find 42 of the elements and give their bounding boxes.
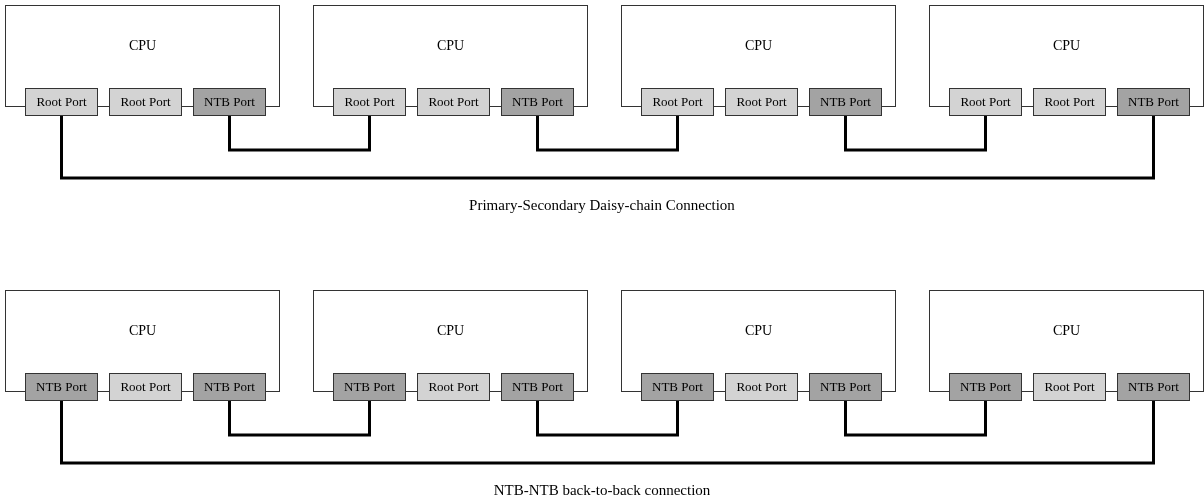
connection-line: [60, 116, 1155, 180]
port-box: Root Port: [1033, 88, 1106, 116]
diagram-caption: NTB-NTB back-to-back connection: [492, 482, 712, 498]
connection-line: [844, 116, 987, 152]
port-box: NTB Port: [1117, 373, 1190, 401]
port-box: NTB Port: [333, 373, 406, 401]
port-box: Root Port: [333, 88, 406, 116]
port-box: NTB Port: [501, 88, 574, 116]
cpu-label: CPU: [127, 323, 158, 339]
port-box: Root Port: [641, 88, 714, 116]
port-box: NTB Port: [193, 88, 266, 116]
port-box: NTB Port: [809, 373, 882, 401]
port-box: NTB Port: [501, 373, 574, 401]
diagram-caption: Primary-Secondary Daisy-chain Connection: [468, 197, 736, 214]
port-box: Root Port: [417, 373, 490, 401]
cpu-label: CPU: [743, 38, 774, 54]
port-box: Root Port: [25, 88, 98, 116]
port-box: Root Port: [109, 88, 182, 116]
cpu-label: CPU: [435, 323, 466, 339]
port-box: Root Port: [109, 373, 182, 401]
port-box: NTB Port: [1117, 88, 1190, 116]
connection-line: [536, 401, 679, 437]
connection-line: [60, 401, 1155, 465]
cpu-label: CPU: [127, 38, 158, 54]
cpu-label: CPU: [435, 38, 466, 54]
cpu-label: CPU: [1051, 38, 1082, 54]
port-box: NTB Port: [641, 373, 714, 401]
connection-line: [228, 401, 371, 437]
port-box: Root Port: [417, 88, 490, 116]
cpu-label: CPU: [1051, 323, 1082, 339]
port-box: NTB Port: [809, 88, 882, 116]
connection-line: [228, 116, 371, 152]
connection-line: [844, 401, 987, 437]
cpu-label: CPU: [743, 323, 774, 339]
port-box: Root Port: [949, 88, 1022, 116]
port-box: NTB Port: [193, 373, 266, 401]
port-box: Root Port: [725, 88, 798, 116]
port-box: Root Port: [1033, 373, 1106, 401]
port-box: Root Port: [725, 373, 798, 401]
port-box: NTB Port: [949, 373, 1022, 401]
port-box: NTB Port: [25, 373, 98, 401]
connection-line: [536, 116, 679, 152]
